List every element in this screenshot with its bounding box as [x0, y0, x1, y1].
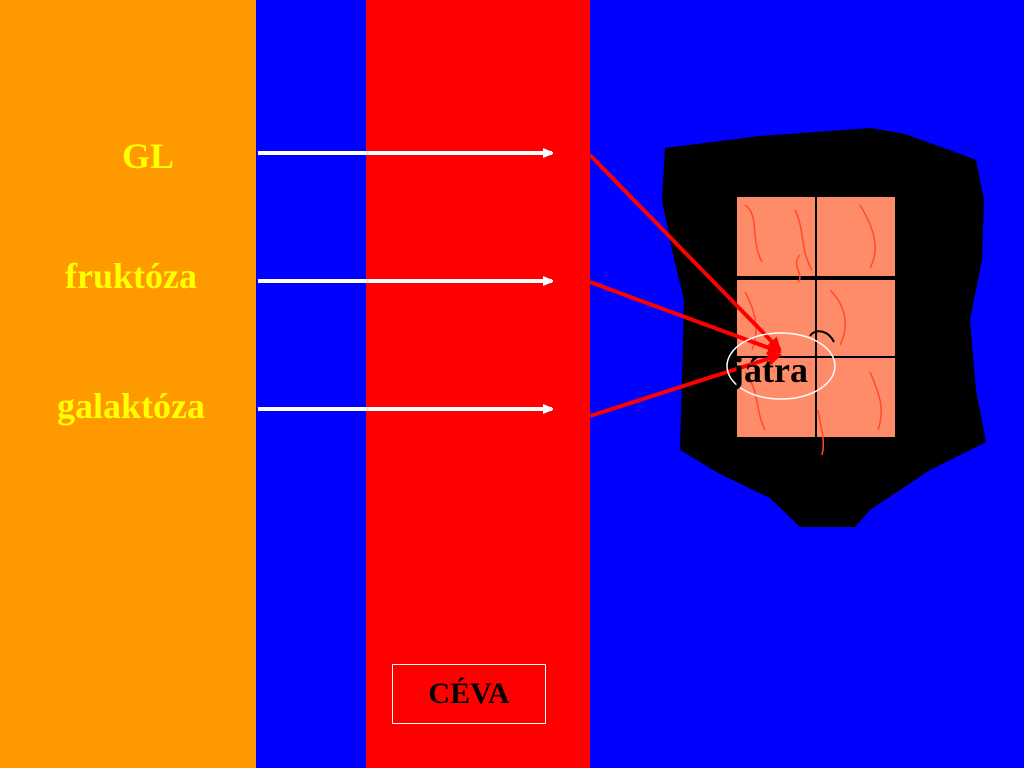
vessel-label-box: CÉVA: [392, 664, 546, 724]
intestine-panel: [0, 0, 256, 768]
liver-label: játra: [732, 350, 808, 390]
blood-vessel-panel: [366, 0, 590, 768]
arrow-gl-to-liver: [588, 153, 782, 352]
arrow-galactose-to-liver: [589, 352, 782, 418]
sugar-label-fructose: fruktóza: [65, 256, 197, 296]
sugar-label-galactose: galaktóza: [57, 386, 205, 426]
liver-label-ellipse: [726, 332, 836, 400]
liver-tissue-block: [737, 197, 895, 456]
sugar-label-gl: GL: [122, 136, 175, 176]
vessel-label: CÉVA: [428, 677, 510, 710]
